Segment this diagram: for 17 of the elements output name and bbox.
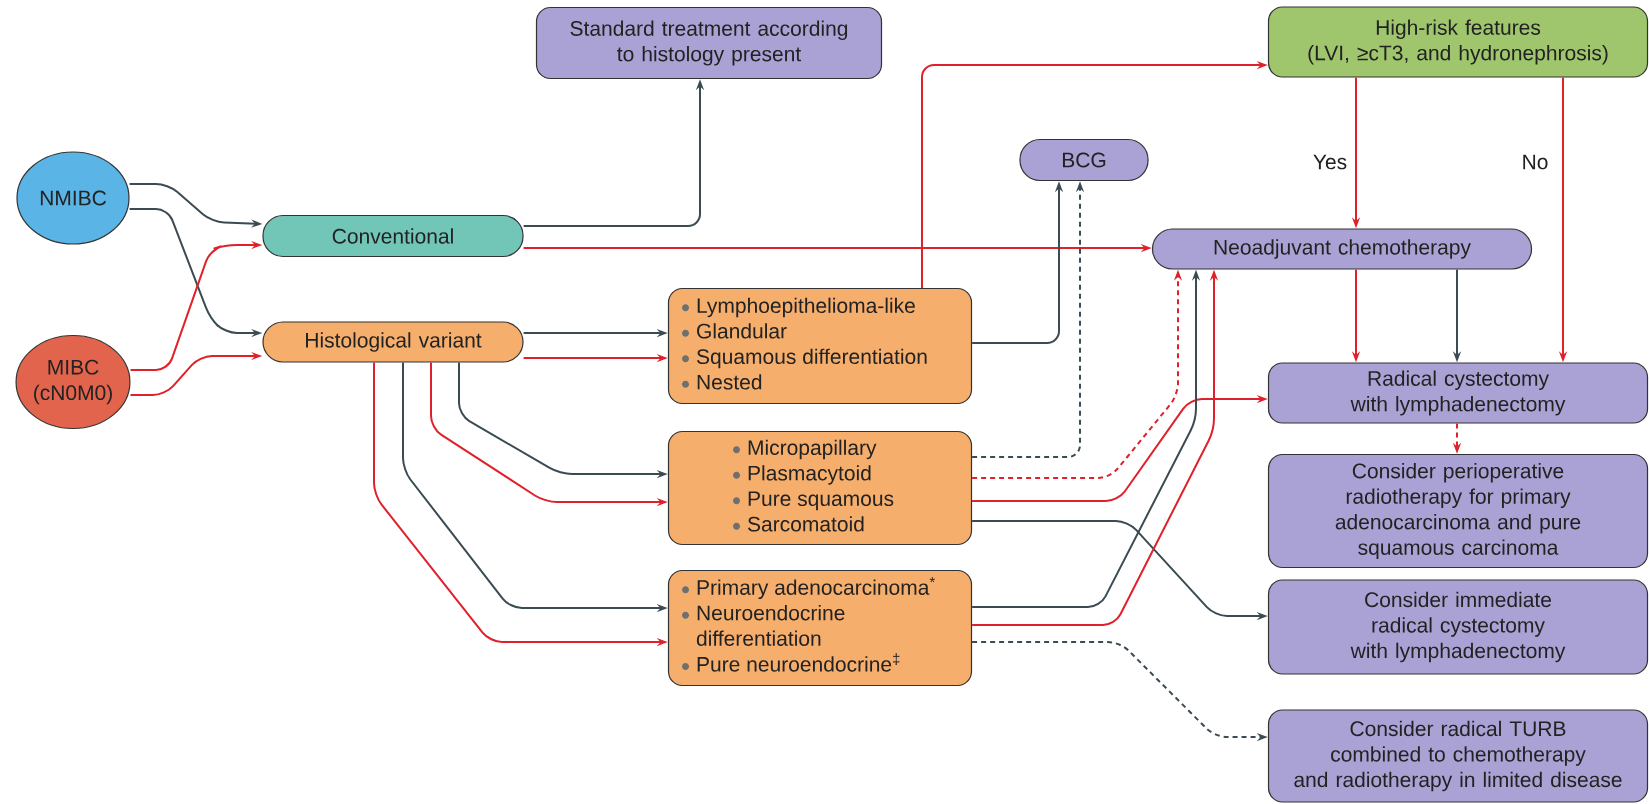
- edge-label: No: [1519, 152, 1551, 172]
- treatment-box: Consider perioperative radiotherapy for primary adenocarcinoma and pure squamous carcinoma: [1267, 453, 1649, 569]
- treatment-box: Consider radical TURB combined to chemotherapy and radiotherapy in limited disease: [1267, 709, 1649, 803]
- treatment-box: Consider immediate radical cystectomy with lymphadenectomy: [1267, 579, 1649, 675]
- subtype-box: Micropapillary Plasmacytoid Pure squamous Sarcomatoid: [667, 430, 973, 546]
- process-pill: Histological variant: [262, 321, 524, 363]
- subtype-box: Lymphoepithelioma-like Glandular Squamous differentiation Nested: [667, 287, 973, 405]
- treatment-box: Radical cystectomy with lymphadenectomy: [1267, 362, 1649, 424]
- category-oval: MIBC (cN0M0): [15, 334, 131, 430]
- treatment-box: Standard treatment according to histology present: [535, 6, 883, 80]
- process-pill: Conventional: [262, 214, 524, 258]
- treatment-pill: BCG: [1019, 138, 1149, 182]
- treatment-pill: Neoadjuvant chemotherapy: [1151, 228, 1533, 270]
- category-oval: NMIBC: [16, 151, 130, 245]
- criteria-box: High-risk features (LVI, ≥cT3, and hydronephrosis): [1267, 6, 1649, 78]
- edge-label: Yes: [1310, 152, 1350, 172]
- subtype-box: Primary adenocarcinoma$^{*}$ Neuroendocrine differentiation Pure neuroendocrine$^{‡}$: [667, 569, 973, 687]
